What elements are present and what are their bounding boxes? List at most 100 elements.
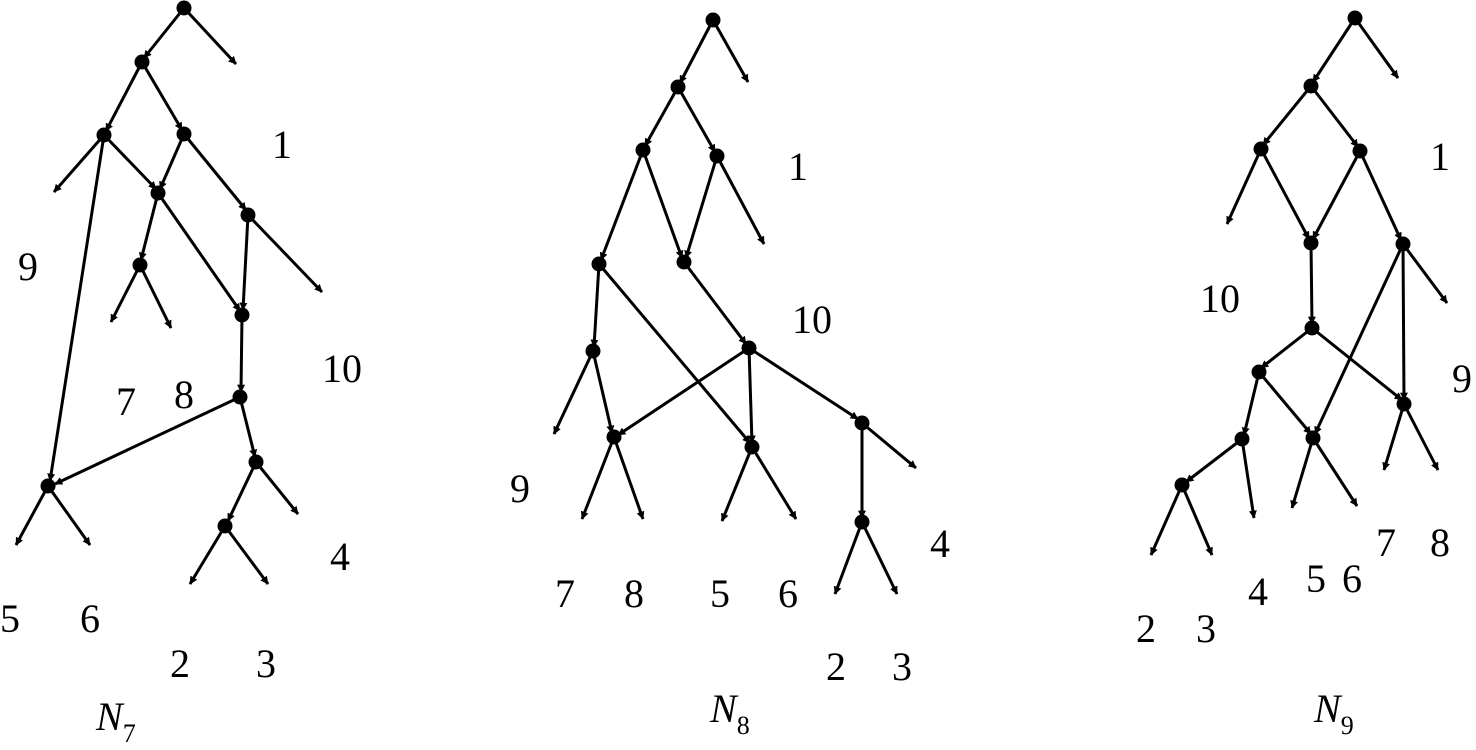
n7-edge-18 [226,461,258,522]
n9-edge-23 [1180,484,1214,556]
n7-edge-10 [156,192,242,312]
n8-node-2 [635,142,651,158]
n8-node-8 [606,429,622,445]
n8-leaf-1: 1 [788,144,808,189]
n9-node-2 [1253,141,1269,157]
n7-title-name: N [95,694,125,739]
n7-edge-13 [109,264,142,323]
network-n8 [552,12,917,595]
n8-edge-6 [684,155,719,259]
n7-edge-14 [138,264,173,329]
n7-edge-16 [54,395,241,486]
n8-edge-12 [747,347,756,444]
n9-edge-5 [1259,148,1311,240]
n9-leaf-2: 2 [1136,606,1156,651]
n7-leaf-5: 5 [0,596,20,641]
n7-edge-23 [223,525,270,585]
n7-leaf-3: 3 [256,641,276,686]
n8-leaf-8: 8 [624,571,644,616]
n9-edge-19 [1185,437,1243,484]
n8-edge-15 [591,350,615,434]
n9-edge-1 [1353,17,1400,79]
n7-edge-20 [14,485,50,546]
n8-leaf-7: 7 [555,571,575,616]
n8-node-10 [854,415,870,431]
n8-leaf-3: 3 [892,644,912,689]
n9-edge-21 [1311,437,1359,507]
n9-edge-15 [1257,371,1313,435]
n8-leaf-4: 4 [930,521,950,566]
n9-edge-9 [1401,243,1449,304]
n8-leaf-5: 5 [710,571,730,616]
n8-edge-1 [711,19,750,83]
n9-leaf-10: 10 [1200,276,1240,321]
n8-edge-9 [597,263,752,444]
n7-node-11 [217,518,233,534]
n7-title: N7 [95,694,136,748]
n9-leaf-5: 5 [1306,556,1326,601]
n8-node-11 [854,514,870,530]
n7-leaf-10: 10 [322,346,362,391]
n9-node-8 [1396,396,1412,412]
n8-edge-7 [715,155,766,245]
n7-node-10 [40,478,56,494]
n7-leaf-2: 2 [170,641,190,686]
n9-edge-4 [1225,148,1263,225]
n7-edge-6 [47,134,106,482]
n7-edge-4 [52,134,106,193]
n9-leaf-8: 8 [1430,520,1450,565]
n8-title: N8 [709,686,750,740]
network-n7 [14,0,324,585]
n9-edge-17 [1402,403,1440,471]
n7-leaf-6: 6 [80,596,100,641]
n7-leaf-9: 9 [18,244,38,289]
n7-edge-2 [104,61,144,132]
n7-title-subscript: 7 [123,719,136,748]
n9-leaf-4: 4 [1248,569,1268,614]
n8-edge-3 [676,86,717,153]
n8-edge-11 [617,346,750,437]
n9-edge-20 [1290,437,1315,509]
n7-leaf-4: 4 [330,534,350,579]
n9-node-1 [1303,78,1319,94]
n9-edge-7 [1358,150,1403,241]
n9-title: N9 [1313,686,1354,740]
n8-node-4 [591,256,607,272]
n9-edge-13 [1311,326,1403,402]
n9-title-name: N [1313,686,1343,731]
n8-edge-10 [682,261,748,345]
n8-node-9 [744,439,760,455]
n8-node-6 [741,340,757,356]
n9-node-7 [1251,364,1267,380]
n8-leaf-2: 2 [826,644,846,689]
n9-edge-18 [1240,438,1257,519]
n8-title-name: N [709,686,739,731]
network-n9 [1149,10,1449,556]
n8-edge-16 [580,436,616,520]
n9-edge-10 [1313,243,1405,435]
n9-leaf-1: 1 [1430,134,1450,179]
n7-edge-7 [158,133,186,190]
n9-node-6 [1304,320,1320,336]
n8-edge-17 [612,436,645,520]
n9-node-0 [1347,10,1363,26]
n9-edge-8 [1307,242,1316,325]
n7-node-3 [176,126,192,142]
n8-edge-2 [643,86,680,147]
n9-edge-16 [1382,403,1406,471]
n8-edge-14 [552,350,595,435]
n8-edge-8 [590,263,601,348]
n7-edge-15 [237,314,246,393]
n9-edge-3 [1309,85,1360,148]
n9-node-10 [1305,430,1321,446]
n7-node-4 [150,185,166,201]
n8-node-5 [676,254,692,270]
n7-edge-21 [46,485,92,546]
n7-edge-1 [182,6,238,66]
n8-edge-18 [720,446,754,522]
n7-leaf-7: 7 [116,379,136,424]
n7-edge-11 [239,214,250,311]
n9-node-11 [1174,477,1190,493]
n9-leaf-9: 9 [1452,356,1472,401]
n8-edge-22 [833,521,864,595]
